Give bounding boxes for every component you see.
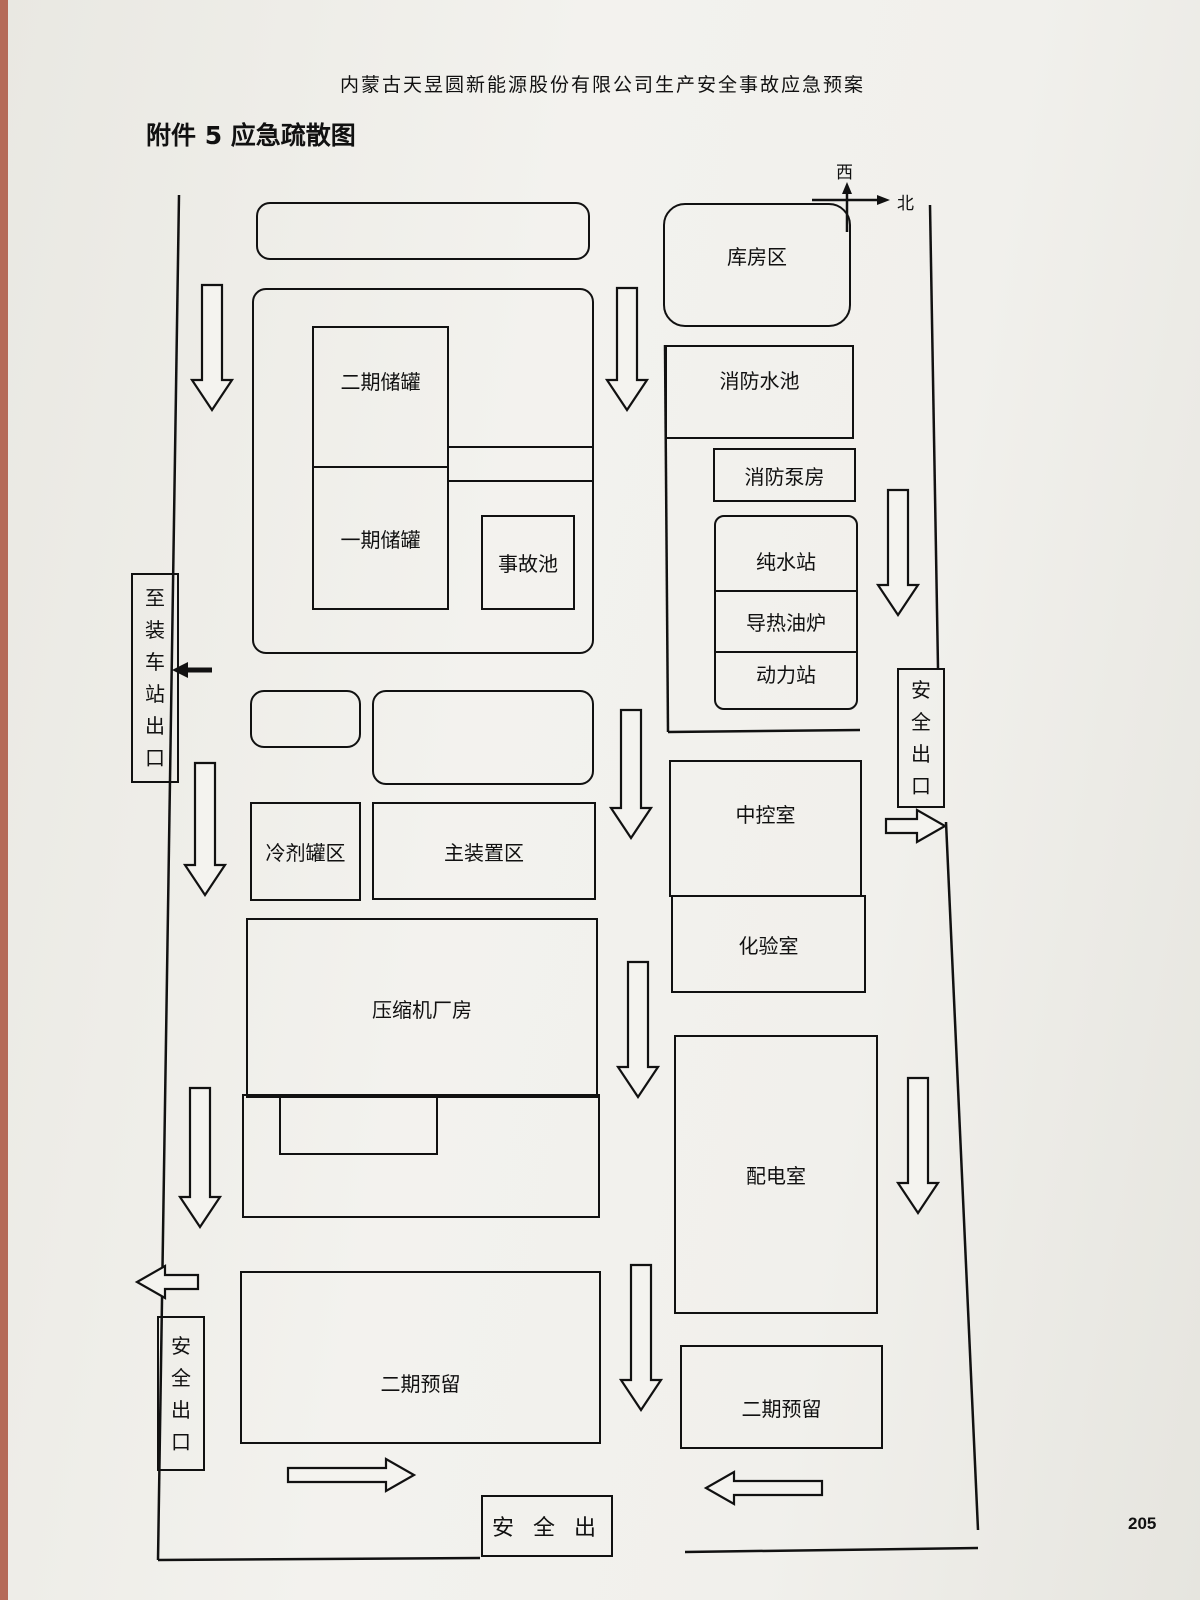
area-fire-pump: 消防泵房	[713, 448, 856, 502]
exit-char: 至	[145, 586, 165, 610]
page-title: 附件 5 应急疏散图	[146, 121, 356, 150]
area-compressor: 压缩机厂房	[246, 918, 598, 1098]
exit-char: 全	[911, 710, 931, 734]
compass-west-label: 西	[836, 163, 853, 183]
evacuation-arrow-icon	[182, 761, 228, 897]
unlabeled-building-mid	[372, 690, 594, 785]
area-substation-label: 配电室	[746, 1164, 806, 1188]
area-power: 动力站	[714, 651, 858, 696]
area-reserve-left: 二期预留	[240, 1271, 601, 1444]
area-main-unit-label: 主装置区	[444, 840, 524, 865]
exit-char: 站	[145, 682, 165, 706]
exit-char: 安	[171, 1333, 191, 1358]
area-fire-pool: 消防水池	[665, 345, 854, 439]
evacuation-arrow-icon	[895, 1076, 941, 1215]
area-compressor-label: 压缩机厂房	[372, 997, 472, 1022]
compass-icon	[812, 182, 890, 232]
loading-exit-arrow-icon	[172, 662, 212, 678]
inner-line-h	[667, 728, 861, 734]
exit-loading-station: 至装车站出口	[131, 573, 179, 783]
evacuation-arrow-icon	[615, 960, 661, 1099]
area-coolant: 冷剂罐区	[250, 802, 361, 901]
area-control: 中控室	[669, 760, 862, 897]
area-fire-pump-label: 消防泵房	[744, 464, 825, 489]
exit-char: 出	[145, 714, 165, 738]
right-boundary-line-lower	[944, 821, 980, 1531]
bottom-left-line	[157, 1556, 481, 1562]
area-power-label: 动力站	[756, 663, 816, 687]
exit-char: 全	[171, 1365, 191, 1390]
area-pure-water: 纯水站	[714, 530, 858, 592]
area-heat-oil-label: 导热油炉	[746, 611, 826, 635]
area-tank2: 二期储罐	[312, 326, 449, 468]
area-warehouse-label: 库房区	[727, 244, 787, 269]
area-warehouse: 库房区	[663, 203, 851, 327]
bottom-right-line	[684, 1546, 979, 1554]
tank-farm-area	[252, 288, 594, 654]
page-edge	[0, 0, 8, 1600]
exit-char: 口	[145, 746, 165, 770]
area-control-label: 中控室	[735, 803, 796, 827]
exit-char: 出	[911, 742, 931, 766]
left-boundary-line	[156, 194, 181, 1561]
area-tank1: 一期储罐	[312, 466, 449, 610]
area-lab: 化验室	[671, 895, 866, 993]
pipe-corridor	[447, 446, 593, 482]
compass-north-label: 北	[897, 194, 914, 214]
area-tank1-label: 一期储罐	[340, 527, 421, 552]
evacuation-arrow-icon	[618, 1263, 664, 1412]
area-accident-pool: 事故池	[481, 515, 575, 610]
area-coolant-label: 冷剂罐区	[265, 841, 346, 865]
exit-safety-left: 安全出口	[157, 1316, 205, 1471]
evacuation-arrow-icon	[134, 1264, 200, 1300]
exit-char: 安	[911, 678, 931, 702]
evacuation-arrow-icon	[177, 1086, 223, 1229]
area-fire-pool-label: 消防水池	[719, 369, 800, 393]
exit-safety-bottom: 安 全 出	[481, 1495, 613, 1557]
exit-char: 出	[171, 1397, 191, 1422]
area-lab-label: 化验室	[738, 933, 799, 958]
document-header: 内蒙古天昱圆新能源股份有限公司生产安全事故应急预案	[340, 74, 866, 96]
exit-bottom-label: 安 全 出	[492, 1516, 602, 1541]
area-reserve-right: 二期预留	[680, 1345, 883, 1449]
compressor-annex-room	[279, 1094, 438, 1155]
area-main-unit: 主装置区	[372, 802, 596, 900]
exit-char: 装	[145, 618, 165, 642]
evacuation-arrow-icon	[875, 488, 921, 617]
exit-char: 口	[911, 774, 931, 798]
area-substation: 配电室	[674, 1035, 878, 1314]
area-tank2-label: 二期储罐	[340, 370, 421, 394]
area-heat-oil: 导热油炉	[714, 590, 858, 653]
evacuation-arrow-icon	[884, 808, 948, 844]
exit-safety-right: 安全出口	[897, 668, 945, 808]
area-accident-pool-label: 事故池	[498, 552, 558, 576]
evacuation-arrow-icon	[703, 1470, 824, 1506]
unlabeled-building-small	[250, 690, 361, 748]
area-pure-water-label: 纯水站	[756, 549, 816, 574]
exit-char: 车	[145, 650, 165, 674]
area-reserve-right-label: 二期预留	[741, 1396, 822, 1421]
evacuation-arrow-icon	[604, 286, 650, 412]
exit-char: 口	[171, 1429, 191, 1454]
page-number: 205	[1128, 1514, 1157, 1533]
unlabeled-building-top	[256, 202, 590, 260]
area-reserve-left-label: 二期预留	[380, 1372, 461, 1396]
right-boundary-line-upper	[928, 204, 940, 669]
evacuation-arrow-icon	[608, 708, 654, 840]
evacuation-arrow-icon	[286, 1457, 417, 1493]
evacuation-arrow-icon	[189, 283, 235, 412]
